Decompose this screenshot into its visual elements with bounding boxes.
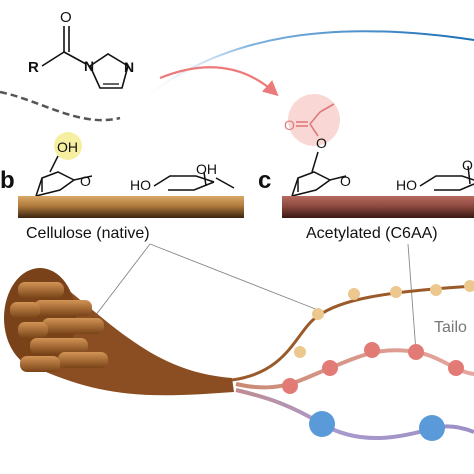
imidazole-n1-label: N (84, 58, 94, 74)
acyl-imidazole-reagent: R O N N (28, 9, 134, 89)
imidazole-n3-label: N (124, 59, 134, 75)
dashed-polymer-chain (0, 90, 121, 122)
tailored-label: Tailo (434, 319, 467, 336)
r-group-label: R (28, 59, 39, 76)
cellulose-surface (18, 196, 244, 218)
microfibril-rods (10, 282, 108, 372)
glucose-ring-left (35, 155, 93, 197)
blue-dot (309, 411, 335, 437)
gold-dot (430, 284, 442, 296)
fiber-gold-dots (294, 280, 474, 358)
gold-dot (294, 346, 306, 358)
acetylated-surface (282, 196, 474, 218)
acetylated-caption: Acetylated (C6AA) (306, 225, 438, 242)
acetyl-carbonyl-oxygen: O (284, 117, 295, 133)
gold-dot (312, 308, 324, 320)
cellulose-caption: Cellulose (native) (26, 225, 150, 242)
pink-dot (408, 344, 424, 360)
fiber-bundle (4, 268, 234, 396)
panel-b: b OH O HO OH Cellulose (native) (0, 132, 244, 242)
hydroxyl-highlight (54, 132, 82, 160)
blue-dot (419, 415, 445, 441)
fiber-blue-dots (309, 411, 445, 441)
gold-dot (390, 286, 402, 298)
panel-c-letter: c (258, 167, 271, 194)
pink-dot (364, 342, 380, 358)
partial-hydroxyl-label-c: O (462, 157, 473, 173)
ring-oxygen-label-b: O (80, 173, 91, 189)
fiber-pink (235, 348, 474, 390)
glucose-ring-acetylated (291, 151, 347, 197)
glucose-ring-right (153, 171, 235, 191)
fiber-lavender (235, 388, 474, 441)
hydroxyl-ho-label-c: HO (396, 177, 417, 193)
fiber-pink-dots (282, 342, 464, 394)
pink-dot (282, 378, 298, 394)
reaction-arrow (159, 66, 279, 97)
carbonyl-oxygen-label: O (60, 9, 72, 26)
panel-c: c O O O HO O Acetylated (C6AA) (258, 94, 474, 242)
ring-oxygen-label-c: O (340, 173, 351, 189)
hydroxyl-oh-label-b: OH (196, 161, 217, 177)
gold-dot (464, 280, 474, 292)
acetyl-group (296, 103, 335, 137)
blue-process-curve (129, 30, 474, 111)
glucose-ring-right-c (419, 165, 474, 191)
callout-lines (91, 243, 417, 353)
hydroxyl-ho-label-b: HO (130, 177, 151, 193)
gold-dot (348, 288, 360, 300)
pink-dot (322, 360, 338, 376)
ester-oxygen-label: O (316, 135, 327, 151)
pink-dot (448, 360, 464, 376)
panel-b-letter: b (0, 167, 15, 194)
c6-hydroxyl-label: OH (57, 139, 78, 155)
